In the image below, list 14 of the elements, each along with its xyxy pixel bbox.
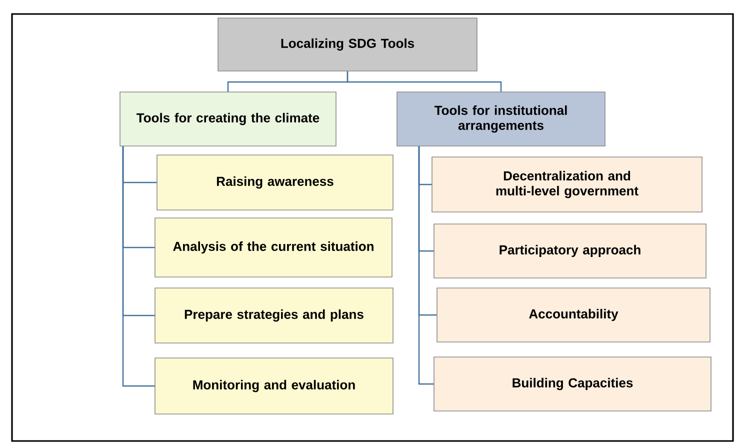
tool-box: Prepare strategies and plans xyxy=(154,288,394,344)
tool-box: Decentralization and multi-level government xyxy=(432,156,702,212)
tool-box: Analysis of the current situation xyxy=(154,218,392,278)
connector xyxy=(418,146,434,385)
tool-box: Building Capacities xyxy=(434,356,712,412)
tool-box: Monitoring and evaluation xyxy=(154,358,394,414)
connector xyxy=(122,146,155,387)
tool-box: Accountability xyxy=(436,288,710,342)
category-box: Tools for creating the climate xyxy=(120,92,336,146)
tool-box: Participatory approach xyxy=(434,224,706,278)
title-box: Localizing SDG Tools xyxy=(218,18,478,72)
tool-box: Raising awareness xyxy=(156,154,394,210)
category-box: Tools for institutional arrangements xyxy=(396,92,606,146)
connector xyxy=(346,71,502,92)
